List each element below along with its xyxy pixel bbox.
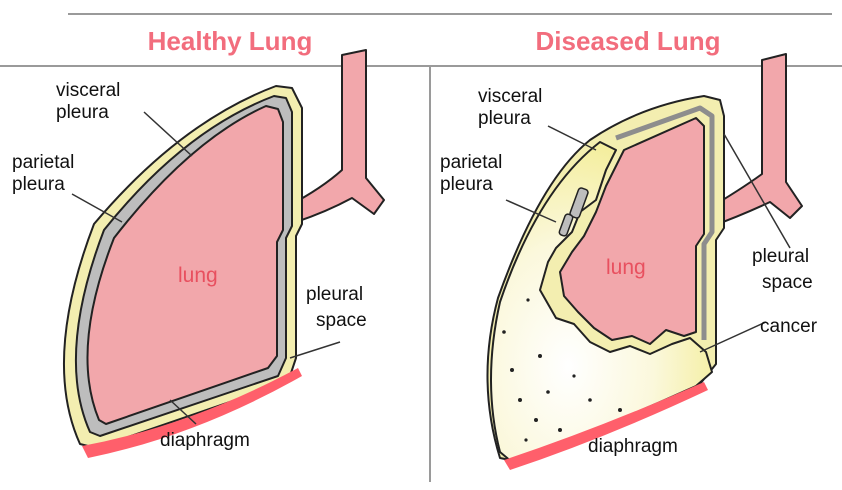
diseased-diaphragm-label: diaphragm xyxy=(588,436,678,457)
diseased-title: Diseased Lung xyxy=(536,26,721,56)
healthy-parietal-label-1: parietal xyxy=(12,152,74,173)
healthy-title: Healthy Lung xyxy=(148,26,313,56)
diseased-parietal-label-2: pleura xyxy=(440,174,493,195)
diseased-visceral-leader xyxy=(548,126,596,150)
healthy-space-leader xyxy=(290,342,340,358)
diseased-space-label-1: pleural xyxy=(752,246,809,267)
healthy-bronchus xyxy=(290,50,384,222)
diseased-panel: Diseased Lung visceral pleura pariet xyxy=(440,26,818,470)
healthy-parietal-label-2: pleura xyxy=(12,174,65,195)
diseased-cancer-label: cancer xyxy=(760,316,818,337)
healthy-space-label-2: space xyxy=(316,310,367,331)
healthy-visceral-label-1: visceral xyxy=(56,80,120,101)
healthy-space-label-1: pleural xyxy=(306,284,363,305)
diseased-lung-label: lung xyxy=(606,256,646,279)
diseased-space-label-2: space xyxy=(762,272,813,293)
healthy-lung-label: lung xyxy=(178,264,218,287)
healthy-diaphragm-label: diaphragm xyxy=(160,430,250,451)
healthy-visceral-label-2: pleura xyxy=(56,102,109,123)
healthy-panel: Healthy Lung visceral pleura parietal pl… xyxy=(12,26,384,458)
diseased-parietal-label-1: parietal xyxy=(440,152,502,173)
diseased-visceral-label-2: pleura xyxy=(478,108,531,129)
diseased-visceral-label-1: visceral xyxy=(478,86,542,107)
